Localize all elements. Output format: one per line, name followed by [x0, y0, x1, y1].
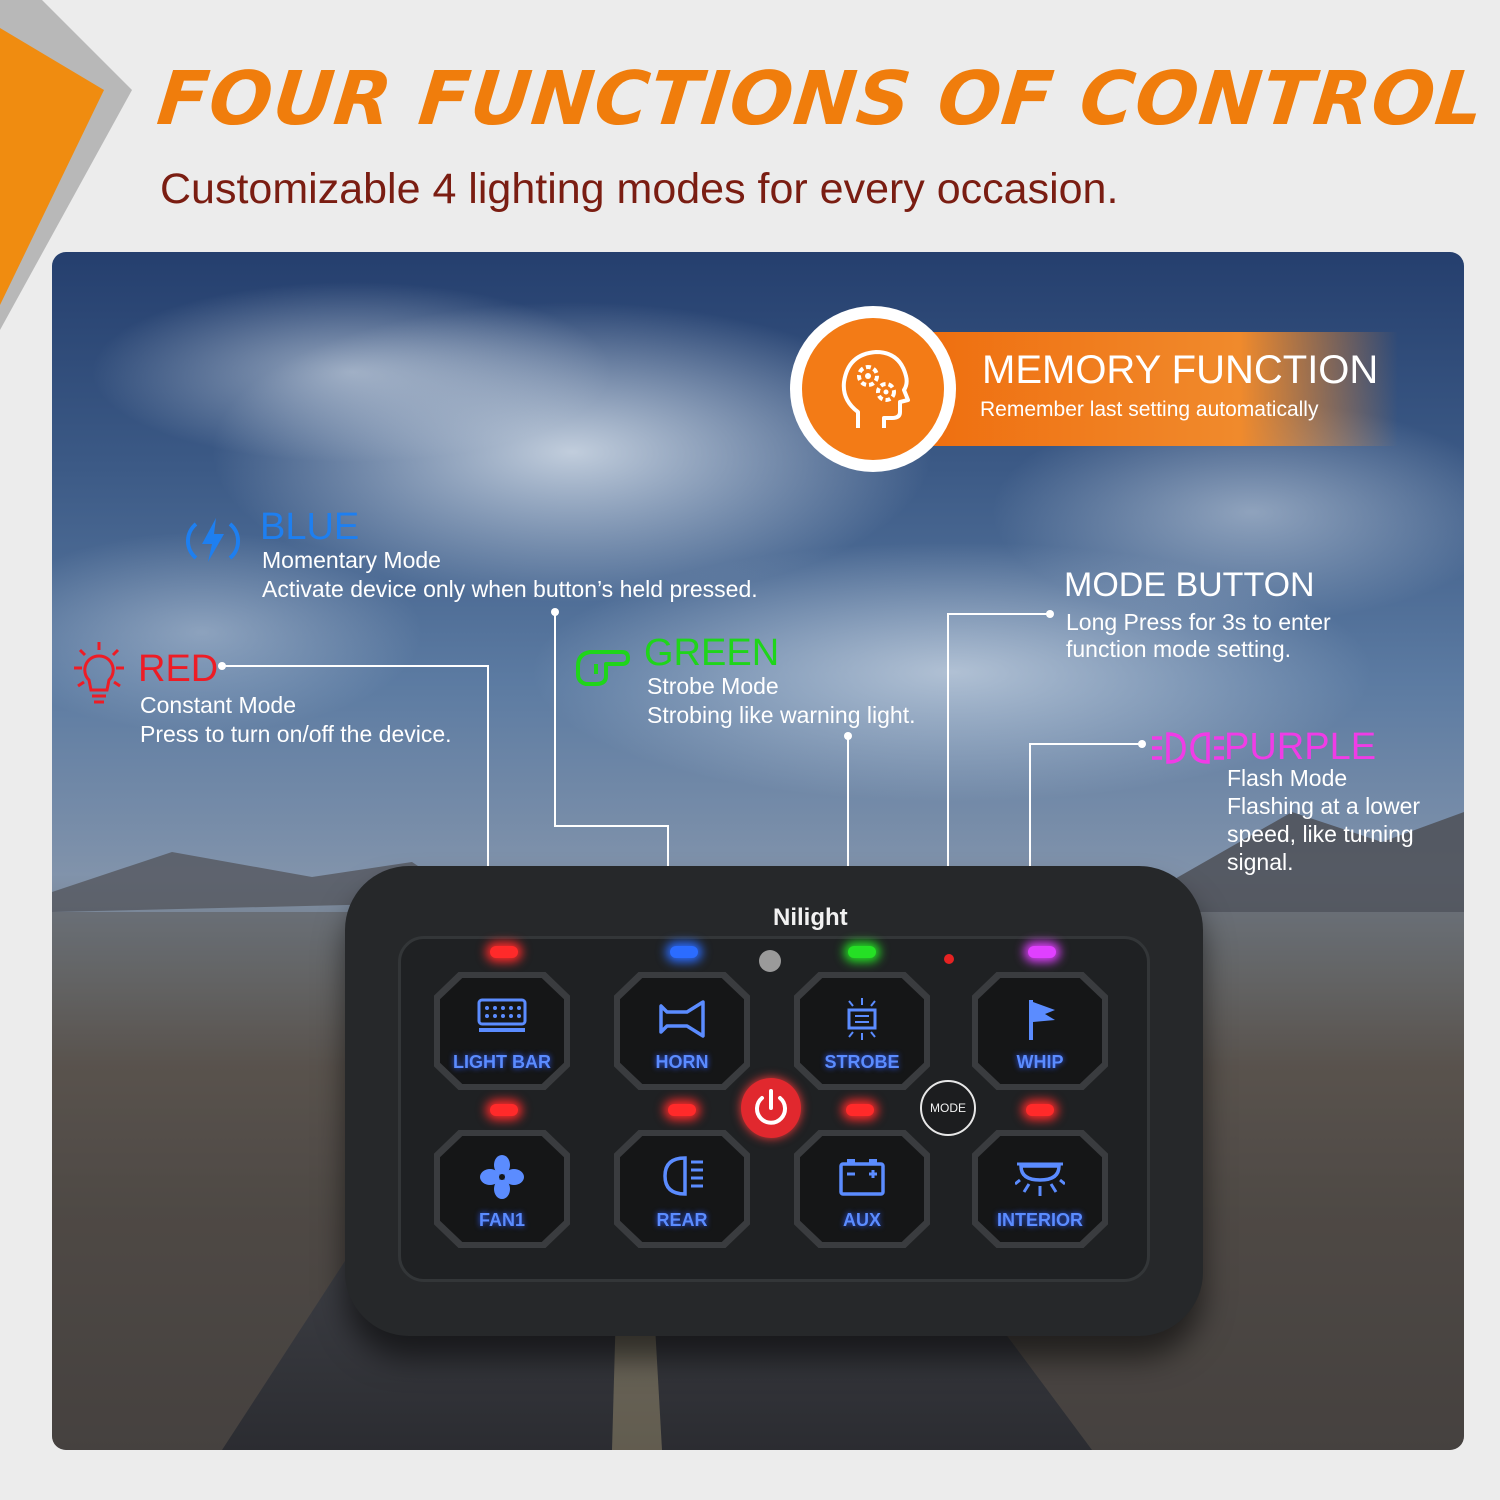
memory-badge: [790, 306, 956, 472]
led-bottom-1: [490, 1104, 518, 1116]
bulb-icon: [74, 642, 124, 704]
lightning-icon: [185, 518, 241, 562]
green-mode-desc: Strobing like warning light.: [647, 702, 916, 728]
red-mode-title: RED: [138, 648, 219, 690]
blue-mode-desc: Activate device only when button’s held …: [262, 576, 758, 602]
light-bar-icon: [477, 998, 527, 1032]
switch-label: HORN: [655, 1052, 709, 1072]
power-icon: [755, 1089, 787, 1125]
rear-light-icon: [663, 1156, 703, 1196]
green-mode-title: GREEN: [644, 632, 780, 674]
led-top-1: [490, 946, 518, 958]
whip-flag-icon: [1029, 1000, 1055, 1040]
corner-accent: [0, 0, 132, 330]
led-top-4: [1028, 946, 1056, 958]
switch-label: INTERIOR: [996, 1210, 1083, 1230]
purple-mode-desc-2: speed, like turning: [1227, 821, 1414, 847]
power-button[interactable]: [741, 1078, 801, 1138]
page-subtitle: Customizable 4 lighting modes for every …: [160, 165, 1119, 213]
red-mode-name: Constant Mode: [140, 692, 296, 718]
dome-light-icon: [1015, 1162, 1065, 1196]
red-mode-desc: Press to turn on/off the device.: [140, 721, 452, 747]
memory-banner: [870, 332, 1398, 446]
switch-interior[interactable]: INTERIOR: [972, 1130, 1108, 1248]
mode-button-title: MODE BUTTON: [1064, 566, 1315, 604]
green-mode-name: Strobe Mode: [647, 673, 779, 699]
battery-icon: [839, 1159, 885, 1196]
led-bottom-3: [846, 1104, 874, 1116]
head-gears-icon: [841, 350, 910, 428]
light-sensor: [759, 950, 781, 972]
headlight-icon: [1152, 732, 1224, 764]
switch-strobe[interactable]: STROBE: [794, 972, 930, 1090]
purple-mode-desc-3: signal.: [1227, 849, 1294, 875]
status-led: [944, 954, 954, 964]
led-bottom-4: [1026, 1104, 1054, 1116]
switch-label: AUX: [842, 1210, 881, 1230]
fan-icon: [480, 1155, 524, 1199]
mode-button-desc-1: Long Press for 3s to enter: [1066, 609, 1331, 635]
purple-mode-name: Flash Mode: [1227, 765, 1348, 791]
switch-label: LIGHT BAR: [453, 1052, 551, 1072]
horn-icon: [659, 1000, 705, 1038]
mode-button[interactable]: MODE: [920, 1080, 976, 1136]
purple-mode-desc-1: Flashing at a lower: [1227, 793, 1421, 819]
brand-logo: Nilight: [773, 904, 848, 931]
memory-subtitle: Remember last setting automatically: [980, 398, 1319, 421]
switch-rear[interactable]: REAR: [614, 1130, 750, 1248]
blue-mode-title: BLUE: [260, 506, 360, 548]
switch-label: WHIP: [1016, 1052, 1064, 1072]
led-top-2: [670, 946, 698, 958]
switch-label: FAN1: [478, 1210, 525, 1230]
strobe-icon: [847, 998, 877, 1040]
switch-whip[interactable]: WHIP: [972, 972, 1108, 1090]
blue-mode-name: Momentary Mode: [262, 547, 441, 573]
led-bottom-2: [668, 1104, 696, 1116]
memory-title: MEMORY FUNCTION: [982, 348, 1379, 392]
finger-press-icon: [576, 650, 630, 686]
switch-aux[interactable]: AUX: [794, 1130, 930, 1248]
mode-button-desc-2: function mode setting.: [1066, 636, 1292, 662]
led-top-3: [848, 946, 876, 958]
switch-fan1[interactable]: FAN1: [434, 1130, 570, 1248]
switch-label: STROBE: [824, 1052, 900, 1072]
switch-light-bar[interactable]: LIGHT BAR: [434, 972, 570, 1090]
switch-horn[interactable]: HORN: [614, 972, 750, 1090]
switch-label: REAR: [656, 1210, 708, 1230]
purple-mode-title: PURPLE: [1224, 726, 1377, 768]
